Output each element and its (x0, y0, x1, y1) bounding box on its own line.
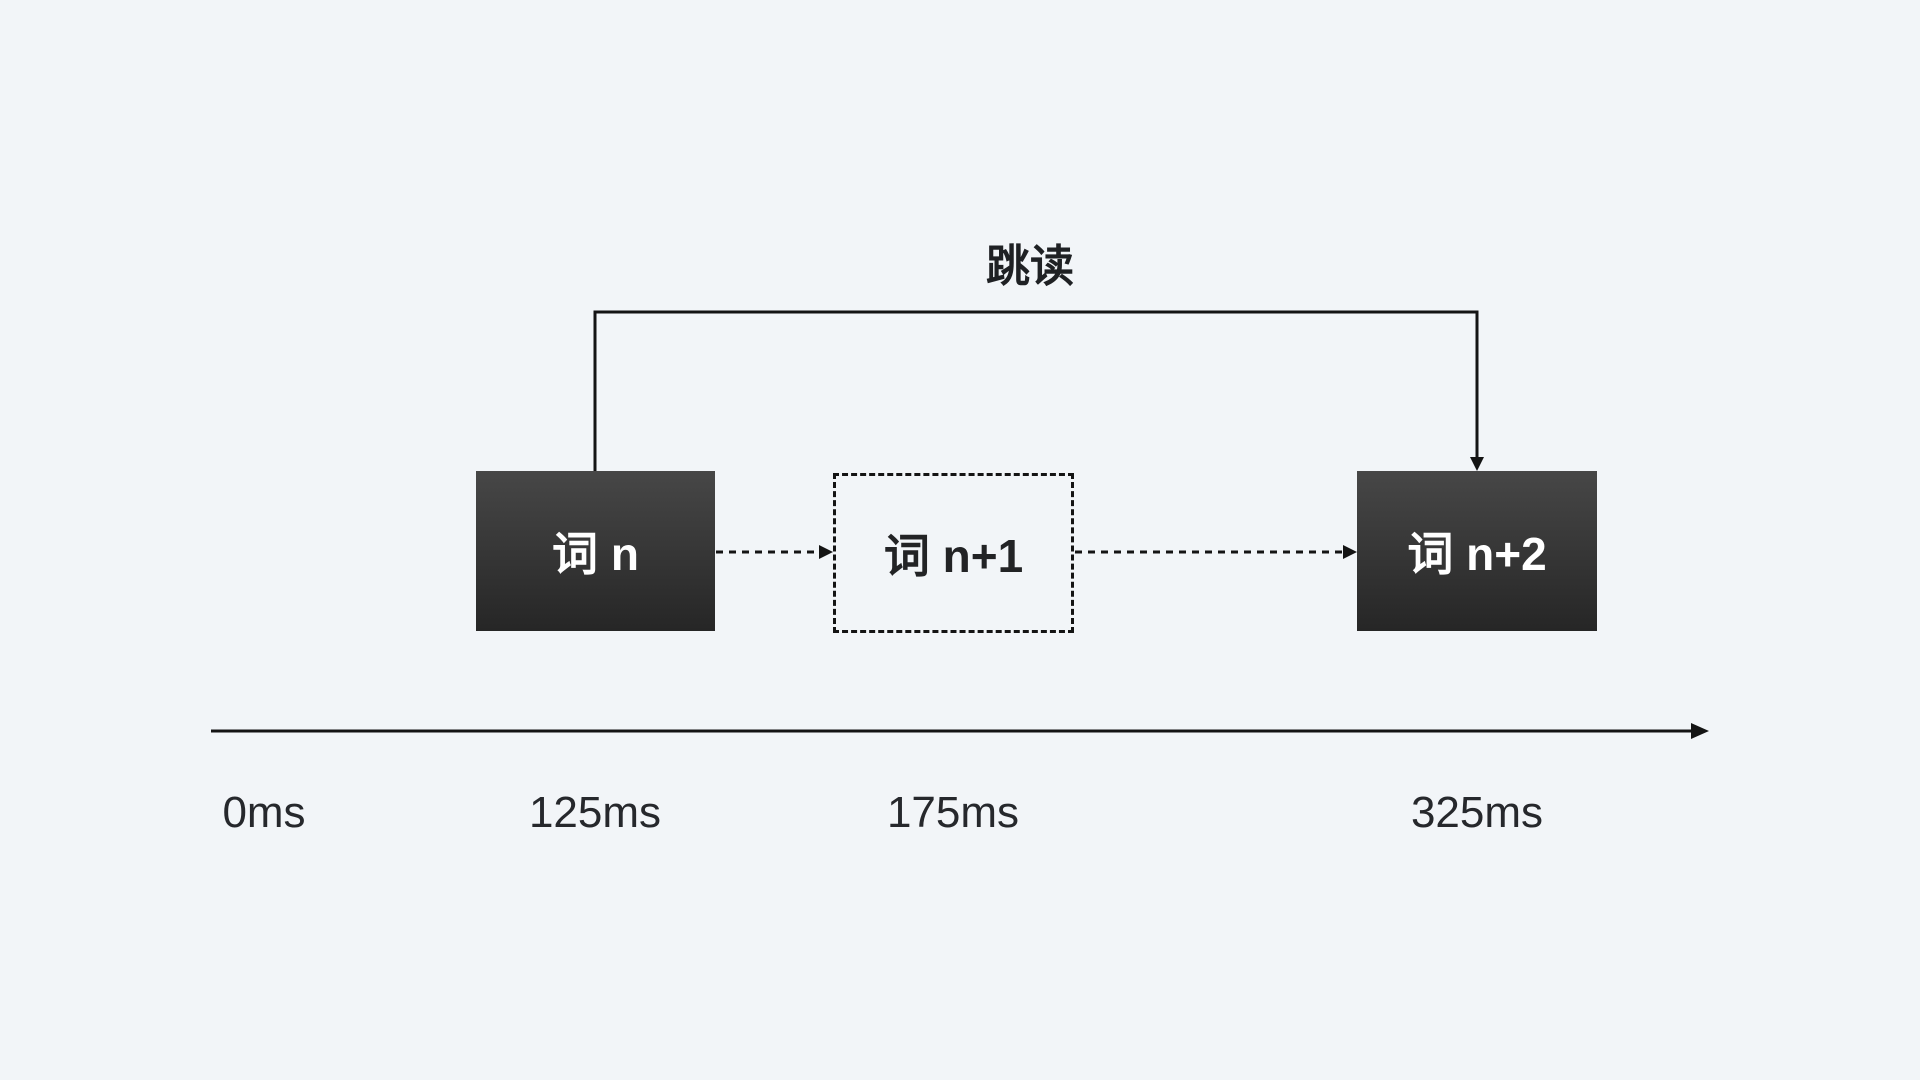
timeline-arrow-head (1691, 723, 1709, 739)
skip-arrow-head (1470, 457, 1484, 471)
word-box-n: 词 n (476, 471, 715, 631)
timeline-tick-label: 325ms (1410, 788, 1544, 837)
skip-arrow-line (593, 310, 1479, 471)
word-box-n-plus-2: 词 n+2 (1357, 471, 1597, 631)
timeline-tick-label: 0ms (222, 788, 306, 837)
timeline-tick-label: 175ms (886, 788, 1020, 837)
timeline-tick-label: 125ms (528, 788, 662, 837)
word-box-n-label: 词 n (552, 528, 639, 580)
dashed-arrow-1-head (819, 545, 833, 559)
word-box-n-plus-1: 词 n+1 (833, 473, 1074, 633)
dashed-arrow-2-head (1343, 545, 1357, 559)
word-box-n-plus-2-label: 词 n+2 (1407, 528, 1547, 580)
word-box-n-plus-1-label: 词 n+1 (883, 530, 1024, 582)
diagram-title: 跳读 (986, 242, 1074, 291)
